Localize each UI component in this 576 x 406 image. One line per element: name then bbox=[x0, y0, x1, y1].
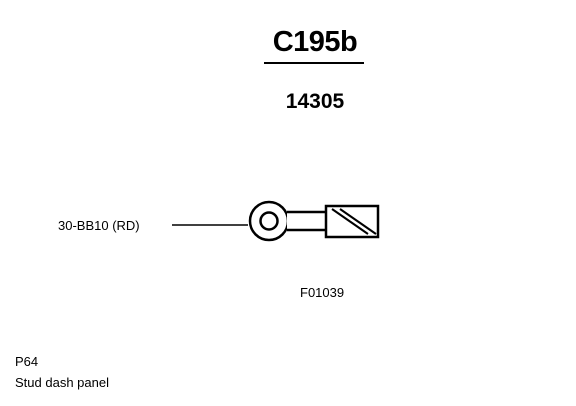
ring-terminal-icon bbox=[248, 200, 380, 242]
ring-terminal-hole bbox=[259, 211, 279, 231]
part-number: 14305 bbox=[285, 90, 345, 113]
connector-id: C195b bbox=[272, 26, 358, 58]
location-code: P64 bbox=[15, 354, 39, 369]
wire-label: 30-BB10 (RD) bbox=[58, 218, 140, 233]
figure-code: F01039 bbox=[300, 285, 345, 300]
crimp-hatch-2 bbox=[339, 208, 377, 235]
terminal-neck-fill bbox=[287, 212, 326, 230]
location-description: Stud dash panel bbox=[15, 375, 109, 390]
crimp-hatch-1 bbox=[331, 208, 369, 235]
connector-id-underline bbox=[264, 62, 364, 64]
